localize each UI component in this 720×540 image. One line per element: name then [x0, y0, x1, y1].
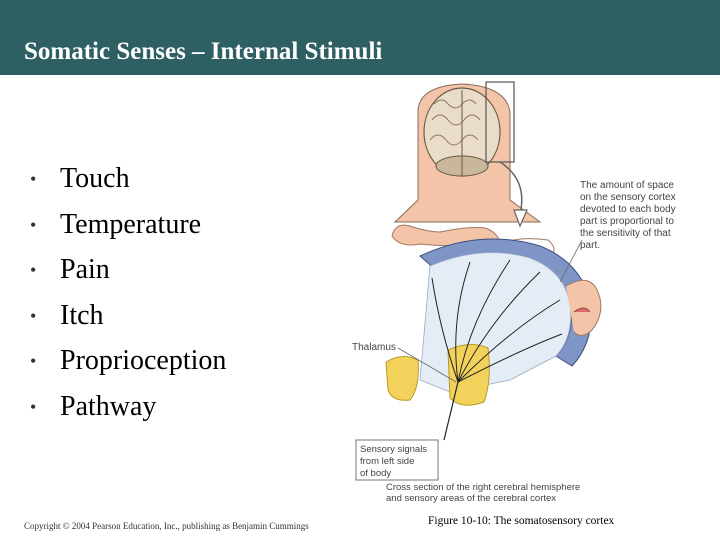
bullet-text: Pathway — [60, 390, 157, 422]
signals-line: of body — [360, 468, 391, 479]
bullet-text: Temperature — [60, 208, 202, 240]
signals-line: Sensory signals — [360, 444, 427, 455]
bullet-dot-icon: • — [30, 169, 37, 189]
cross-section-caption: Cross section of the right cerebral hemi… — [386, 482, 583, 504]
title-bar: Somatic Senses – Internal Stimuli — [0, 0, 720, 75]
signals-box — [355, 439, 439, 481]
slide-title: Somatic Senses – Internal Stimuli — [24, 38, 383, 65]
bullet-item: • Pain — [28, 251, 226, 297]
bullet-item: • Temperature — [28, 206, 226, 252]
somatosensory-cortex-figure: The amount of space on the sensory corte… — [352, 81, 678, 504]
bullet-dot-icon: • — [30, 260, 37, 280]
bullet-text: Pain — [60, 254, 110, 285]
bullet-text: Proprioception — [60, 345, 227, 376]
head-illustration — [393, 83, 542, 223]
bullet-item: • Proprioception — [28, 342, 226, 388]
sensory-signals-label: Sensory signals from left side of body — [360, 444, 430, 479]
bullet-text: Itch — [60, 299, 104, 331]
bullet-item: • Itch — [28, 297, 226, 343]
cortex-note-line: devoted to each body — [580, 204, 676, 215]
cortex-note-line: part is proportional to — [580, 216, 674, 227]
bullet-dot-icon: • — [30, 396, 37, 417]
signals-line: from left side — [360, 456, 414, 467]
thalamus-shape — [385, 356, 419, 401]
cortex-note: The amount of space on the sensory corte… — [580, 180, 678, 251]
bullet-dot-icon: • — [30, 305, 37, 326]
cortex-note-line: part. — [580, 240, 600, 251]
figure-caption: Figure 10-10: The somatosensory cortex — [428, 515, 615, 527]
cortex-note-line: The amount of space — [580, 180, 674, 191]
cortex-note-line: on the sensory cortex — [580, 192, 676, 203]
thalamus-label: Thalamus — [352, 342, 396, 353]
copyright-text: Copyright © 2004 Pearson Education, Inc.… — [24, 521, 309, 531]
bullet-list: • Touch • Temperature • Pain • Itch • Proprio… — [28, 160, 226, 433]
cross-section-line: and sensory areas of the cerebral cortex — [386, 493, 556, 504]
bullet-item: • Pathway — [28, 388, 226, 434]
pathway-arrows — [431, 259, 563, 383]
bullet-item: • Touch — [28, 160, 226, 206]
bullet-text: Touch — [60, 163, 130, 194]
bullet-dot-icon: • — [30, 214, 37, 235]
cortex-note-line: the sensitivity of that — [580, 228, 671, 239]
bullet-dot-icon: • — [30, 351, 37, 371]
cross-section-line: Cross section of the right cerebral hemi… — [386, 482, 580, 493]
curved-arrow-icon — [499, 161, 523, 215]
